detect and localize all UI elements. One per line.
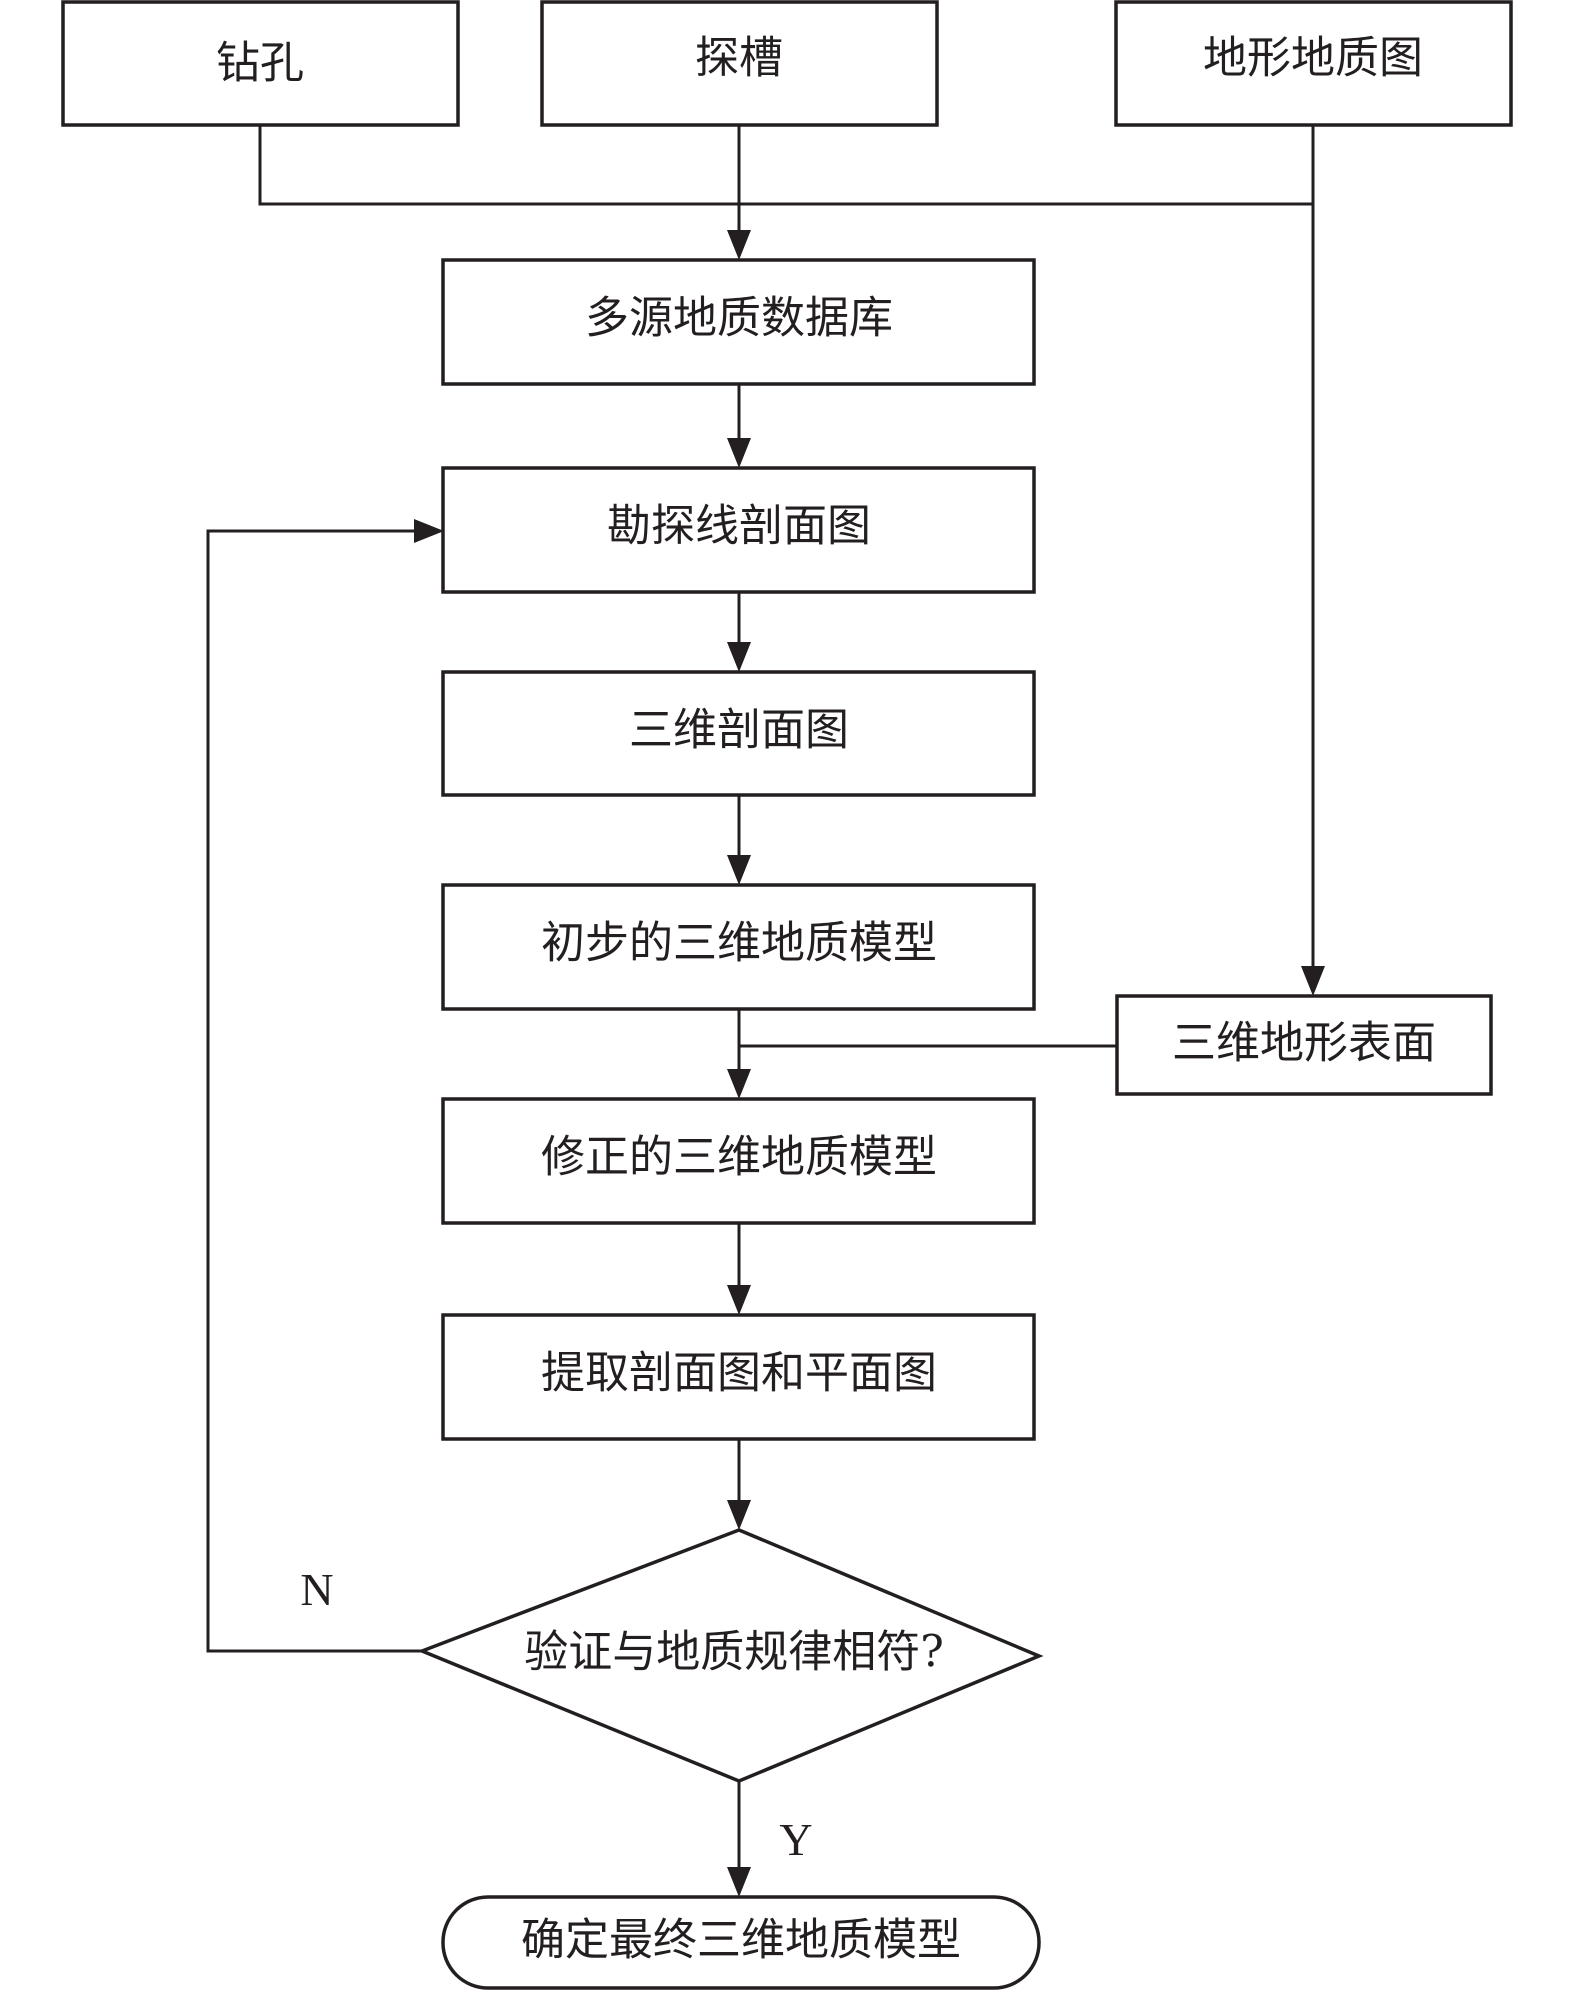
node-multi-source-db-label: 多源地质数据库: [585, 293, 893, 344]
node-section-3d: 三维剖面图: [441, 670, 1036, 797]
node-final-model: 确定最终三维地质模型: [441, 1895, 1041, 1990]
node-multi-source-db: 多源地质数据库: [441, 258, 1036, 386]
edge-label-yes: Y: [779, 1814, 812, 1865]
node-extract-sections: 提取剖面图和平面图: [441, 1313, 1036, 1441]
node-topo-geo-map-label: 地形地质图: [1203, 33, 1423, 84]
node-trench: 探槽: [540, 0, 939, 127]
arrowhead-to-final: [727, 1867, 751, 1897]
node-corrected-model: 修正的三维地质模型: [441, 1097, 1036, 1225]
node-extract-sections-label: 提取剖面图和平面图: [541, 1348, 937, 1399]
node-terrain-surface: 三维地形表面: [1115, 994, 1493, 1096]
edge-decision-no-feedback: [206, 529, 422, 1653]
arrowhead-to-decision: [727, 1500, 751, 1530]
connectors: [206, 125, 1325, 1897]
node-initial-model: 初步的三维地质模型: [441, 883, 1036, 1011]
arrowhead-to-section: [727, 438, 751, 468]
node-section-3d-label: 三维剖面图: [629, 705, 849, 756]
node-trench-label: 探槽: [695, 33, 783, 84]
node-drilling: 钻孔: [61, 0, 460, 127]
arrowhead-to-terrain: [1301, 966, 1325, 996]
node-initial-model-label: 初步的三维地质模型: [541, 918, 937, 969]
node-drilling-label: 钻孔: [216, 38, 304, 89]
node-terrain-surface-label: 三维地形表面: [1172, 1018, 1436, 1069]
arrowhead-feedback: [414, 519, 444, 543]
node-exploration-section: 勘探线剖面图: [441, 466, 1036, 594]
arrowhead-to-extract: [727, 1285, 751, 1315]
node-decision: 验证与地质规律相符?: [417, 1528, 1044, 1783]
edge-label-no: N: [300, 1564, 333, 1615]
node-decision-label: 验证与地质规律相符?: [524, 1627, 944, 1678]
arrowhead-to-3dsection: [727, 642, 751, 672]
node-topo-geo-map: 地形地质图: [1114, 0, 1513, 127]
edge-drilling-to-bus: [258, 125, 1313, 206]
arrowhead-to-db: [727, 230, 751, 260]
node-exploration-section-label: 勘探线剖面图: [607, 501, 871, 552]
node-corrected-model-label: 修正的三维地质模型: [541, 1132, 937, 1183]
node-final-model-label: 确定最终三维地质模型: [521, 1915, 961, 1966]
arrowhead-to-initial: [727, 855, 751, 885]
arrowhead-to-corrected: [727, 1069, 751, 1099]
